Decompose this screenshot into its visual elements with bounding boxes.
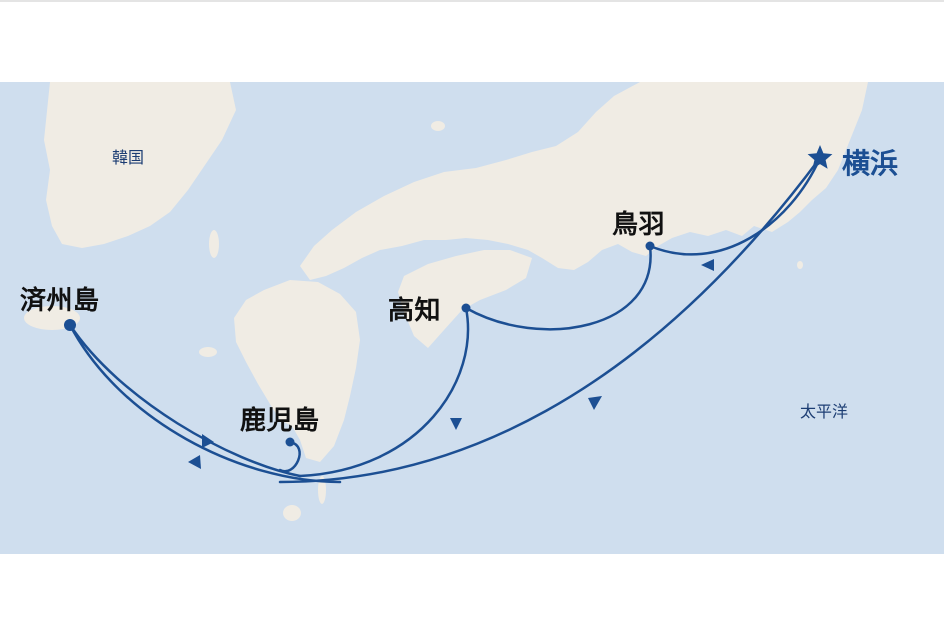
map-canvas (0, 82, 944, 554)
yakushima-island (283, 505, 301, 521)
route-lines (68, 156, 822, 484)
tanegashima-island (318, 476, 326, 504)
port-label-kochi: 高知 (388, 296, 442, 326)
kagoshima-port-dot (285, 437, 295, 447)
route-kyushu-jeju (68, 323, 302, 478)
region-label-korea: 韓国 (112, 148, 145, 167)
shikoku-landmass (398, 250, 532, 348)
port-label-jeju: 済州島 (20, 286, 100, 316)
star-icon (807, 145, 833, 169)
arrow-to-yokohama (588, 396, 602, 410)
route-arrows (188, 259, 714, 469)
route-toba-kochi (464, 244, 652, 331)
route-jeju-south (68, 323, 342, 484)
tsushima-island (209, 230, 219, 258)
top-divider (0, 0, 944, 2)
cruise-route-map: 横浜 鳥羽 高知 鹿児島 済州島 韓国 太平洋 (0, 82, 944, 554)
kyushu-landmass (234, 280, 360, 462)
region-label-pacific: 太平洋 (800, 402, 849, 421)
route-kochi-south (298, 306, 470, 478)
route-south-yokohama (278, 156, 822, 484)
arrow-to-toba (701, 259, 714, 271)
toba-port-dot (645, 241, 655, 251)
izu-island (797, 261, 803, 269)
arrow-to-jeju (188, 455, 201, 469)
jeju-port-dot (64, 319, 76, 331)
honshu-landmass (300, 82, 868, 280)
departure-port-label: 横浜 (842, 147, 899, 180)
route-yokohama-toba (648, 156, 822, 256)
korea-landmass (44, 82, 236, 248)
port-label-toba: 鳥羽 (612, 210, 666, 240)
kochi-port-dot (461, 303, 471, 313)
goto-island (199, 347, 217, 357)
oki-island (431, 121, 445, 131)
arrow-to-kagoshima (202, 434, 214, 448)
port-label-kagoshima: 鹿児島 (240, 406, 320, 436)
arrow-from-kochi (450, 418, 462, 430)
